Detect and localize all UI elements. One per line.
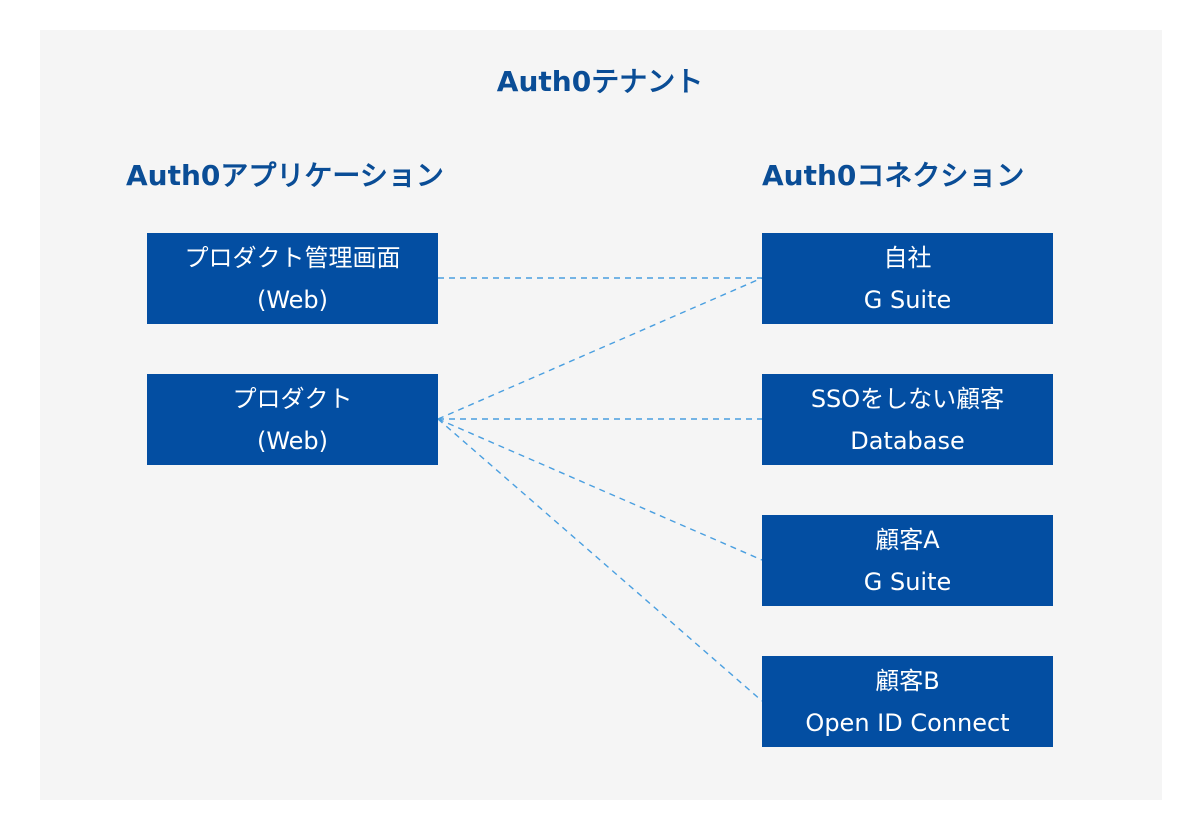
app-box-product: プロダクト (Web) <box>147 374 438 465</box>
link-product-to-customer-a <box>437 418 763 561</box>
app-box-product-line1: プロダクト <box>232 384 353 413</box>
connection-box-own-gsuite-line2: G Suite <box>863 285 952 314</box>
connection-box-own-gsuite: 自社 G Suite <box>762 233 1053 324</box>
connection-box-database-line2: Database <box>850 426 965 455</box>
link-product-to-own-gsuite <box>437 277 763 420</box>
tenant-title: Auth0テナント <box>496 65 704 98</box>
connection-box-database-line1: SSOをしない顧客 <box>810 384 1005 413</box>
app-box-admin: プロダクト管理画面 (Web) <box>147 233 438 324</box>
connection-box-customer-b-line2: Open ID Connect <box>805 708 1010 737</box>
app-box-admin-line1: プロダクト管理画面 <box>184 243 401 272</box>
link-product-to-customer-b <box>437 418 763 702</box>
connection-box-customer-a: 顧客A G Suite <box>762 515 1053 606</box>
applications-heading: Auth0アプリケーション <box>126 159 444 192</box>
connection-box-customer-b-line1: 顧客B <box>875 666 940 695</box>
connection-box-customer-a-line2: G Suite <box>863 567 952 596</box>
connection-box-database: SSOをしない顧客 Database <box>762 374 1053 465</box>
connection-box-customer-b: 顧客B Open ID Connect <box>762 656 1053 747</box>
connections-heading: Auth0コネクション <box>762 159 1025 192</box>
connection-box-customer-a-line1: 顧客A <box>875 525 940 554</box>
app-box-product-line2: (Web) <box>256 426 329 455</box>
app-box-admin-line2: (Web) <box>256 285 329 314</box>
connection-box-own-gsuite-line1: 自社 <box>883 243 932 272</box>
